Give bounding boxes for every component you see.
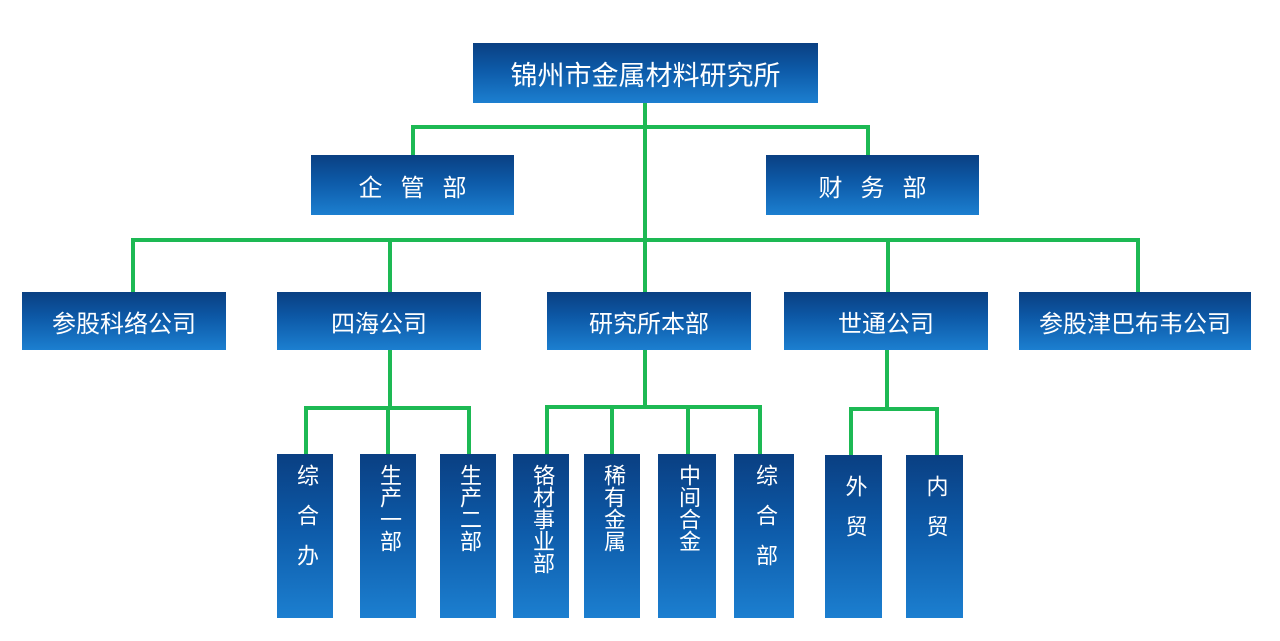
node-label: 综合办: [293, 464, 318, 584]
node-sihai-sc1: 生产一部: [360, 454, 416, 618]
node-jinba: 参股津巴布韦公司: [1019, 292, 1251, 350]
node-benbu-xiyou: 稀有金属: [584, 454, 640, 618]
node-label: 铬材事业部: [529, 464, 554, 574]
node-shitong-wai: 外贸: [825, 455, 882, 618]
node-label: 研究所本部: [589, 309, 709, 338]
node-benbu-zhongjian: 中间合金: [658, 454, 716, 618]
node-label: 参股科络公司: [52, 309, 196, 338]
node-benbu-ge: 铬材事业部: [513, 454, 569, 618]
node-label: 财务部: [818, 173, 945, 202]
node-label: 内贸: [922, 475, 948, 555]
node-qiguan: 企管部: [311, 155, 514, 215]
node-sihai: 四海公司: [277, 292, 481, 350]
node-label: 中间合金: [675, 464, 700, 552]
node-sihai-sc2: 生产二部: [440, 454, 496, 618]
node-benbu-zonghe: 综合部: [734, 454, 794, 618]
node-root: 锦州市金属材料研究所: [473, 43, 818, 103]
node-shitong-nei: 内贸: [906, 455, 963, 618]
node-kelu: 参股科络公司: [22, 292, 226, 350]
node-label: 生产一部: [376, 464, 401, 552]
node-benbu: 研究所本部: [547, 292, 751, 350]
node-label: 企管部: [358, 173, 485, 202]
node-caiwu: 财务部: [766, 155, 979, 215]
node-label: 生产二部: [456, 464, 481, 552]
node-label: 外贸: [841, 475, 867, 555]
node-label: 参股津巴布韦公司: [1039, 309, 1231, 338]
node-sihai-zonghe: 综合办: [277, 454, 333, 618]
node-label: 稀有金属: [600, 464, 625, 552]
node-shitong: 世通公司: [784, 292, 988, 350]
node-label: 锦州市金属材料研究所: [510, 60, 781, 92]
node-label: 世通公司: [838, 309, 934, 338]
node-label: 综合部: [752, 464, 777, 584]
node-label: 四海公司: [331, 309, 427, 338]
